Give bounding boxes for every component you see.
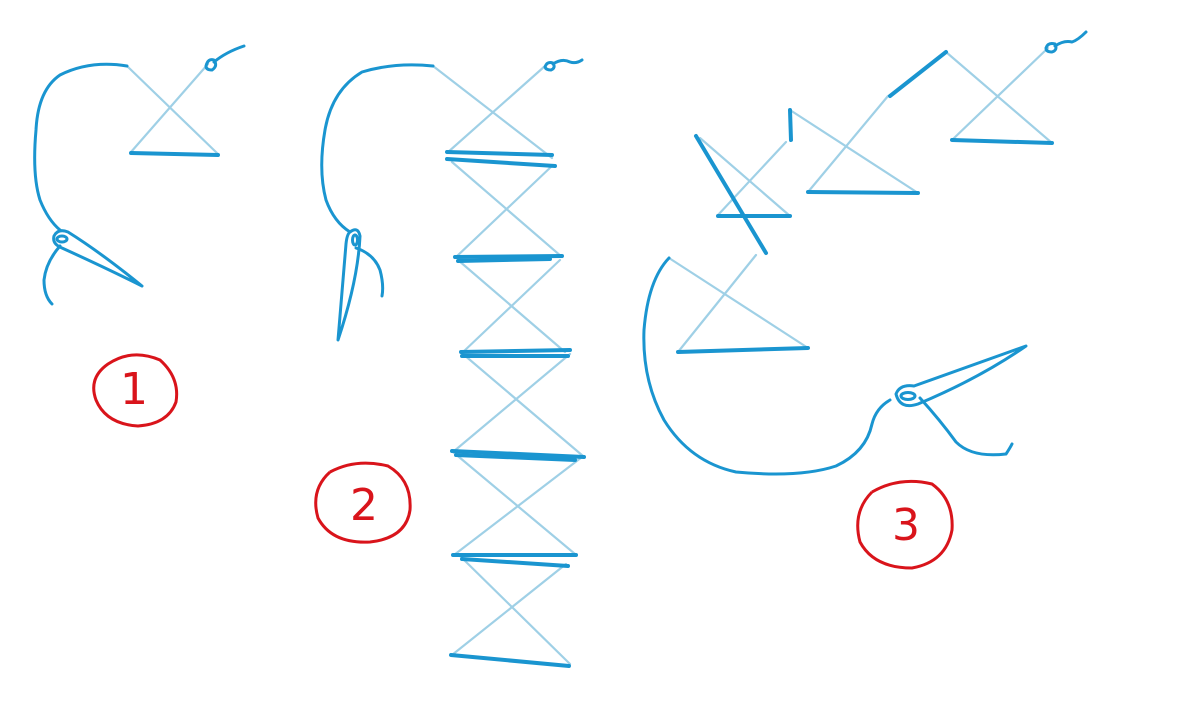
step-badge-label: 2 (350, 480, 378, 531)
step-1-illustration (33, 44, 246, 306)
stitch-bold-line (129, 151, 220, 157)
step-badge-label: 1 (120, 364, 148, 415)
thread-end-loop (918, 396, 1014, 457)
step-badge-label: 3 (892, 500, 920, 551)
working-thread (642, 256, 892, 476)
thread-end-loop (42, 244, 62, 306)
working-thread (33, 62, 129, 232)
stitch-light-lines (667, 46, 1054, 354)
needle-icon (52, 229, 144, 288)
step-badge-2: 2 (314, 461, 412, 544)
working-thread (320, 63, 435, 234)
step-badge-3: 3 (856, 479, 954, 570)
thread-tail-icon (1044, 30, 1088, 54)
thread-end-loop (354, 246, 385, 298)
zigzag-light-lines (431, 64, 585, 666)
thread-tail-icon (204, 44, 246, 72)
needle-icon (894, 344, 1028, 408)
step-2-illustration (320, 58, 586, 668)
zigzag-bold-lines (445, 150, 586, 668)
needle-icon (336, 228, 362, 342)
thread-tail-icon (543, 58, 584, 72)
stitch-bold-lines (676, 50, 1054, 354)
step-3-illustration (642, 30, 1088, 476)
step-badge-1: 1 (92, 353, 179, 428)
stitch-light-lines (125, 62, 220, 156)
